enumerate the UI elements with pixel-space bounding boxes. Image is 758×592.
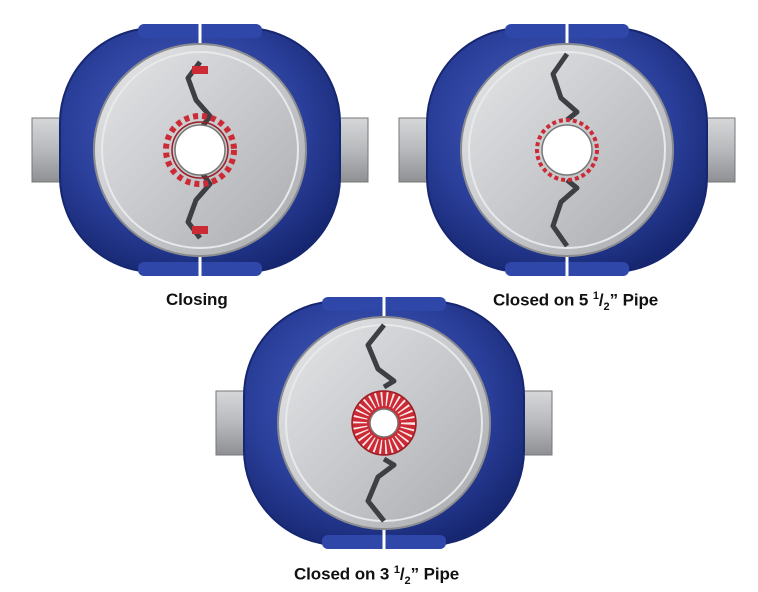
seal-inner-edge: [171, 121, 229, 179]
face-inner-ring: [101, 51, 299, 249]
caption-slash: /: [399, 564, 405, 584]
caption-closed-5-5: Closed on 5 1/2” Pipe: [493, 290, 658, 313]
valve-closing: [31, 22, 369, 278]
valve-closed-5-5: [398, 22, 736, 278]
caption-numerator: 1: [393, 564, 400, 576]
pipe-bore: [369, 408, 399, 438]
pipe-bore: [174, 124, 226, 176]
caption-numerator: 1: [592, 290, 599, 302]
gate-profile-lower: [365, 456, 397, 523]
seal-block-bottom: [192, 226, 208, 234]
caption-closed-3-5: Closed on 3 1/2” Pipe: [294, 564, 459, 587]
seal-radial-ribs: [353, 392, 415, 454]
caption-denominator: 2: [404, 575, 411, 588]
seal-block-top: [192, 66, 208, 74]
caption-denominator: 2: [603, 301, 610, 314]
pipe-bore: [541, 124, 593, 176]
caption-text: Closed on 5: [493, 290, 593, 310]
caption-text: Closed on 3: [294, 564, 394, 584]
seal-ring-thin: [535, 118, 599, 182]
gate-profile-lower: [550, 178, 580, 248]
gate-profile-upper: [550, 52, 580, 122]
caption-tail: ” Pipe: [609, 290, 659, 310]
gate-profile-upper: [365, 323, 397, 390]
valve-closed-3-5: [215, 295, 553, 551]
caption-tail: ” Pipe: [410, 564, 460, 584]
seal-ring-open: [163, 113, 237, 187]
caption-slash: /: [598, 290, 604, 310]
caption-closing: Closing: [166, 290, 228, 309]
face-inner-ring: [468, 51, 666, 249]
